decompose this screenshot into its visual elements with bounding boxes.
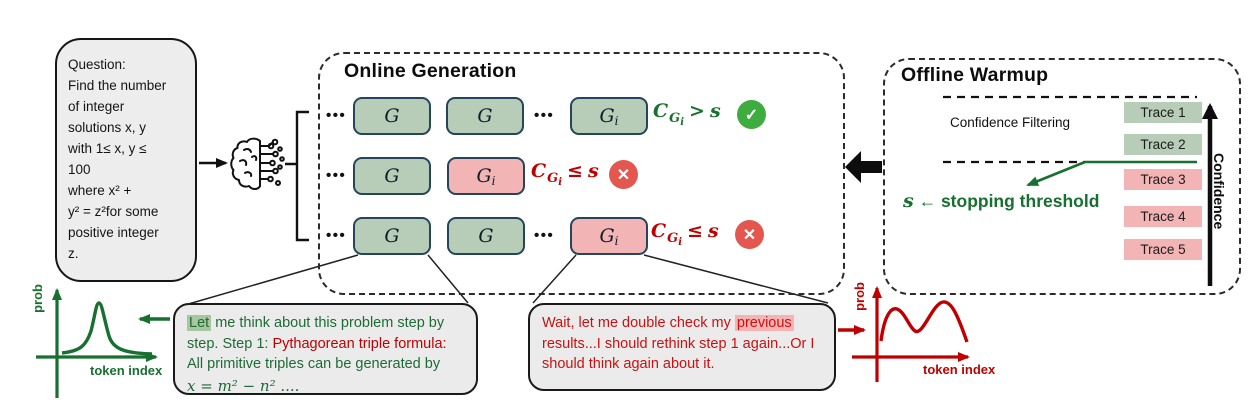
ellipsis: ••• bbox=[326, 107, 347, 124]
red-prob-curve bbox=[879, 300, 969, 343]
green-plot-xlabel: token index bbox=[90, 363, 163, 378]
confidence-condition: CGi≤s bbox=[531, 160, 599, 188]
confidence-condition: CGi≤s bbox=[651, 220, 719, 248]
brain-icon bbox=[230, 137, 285, 190]
segment-label: G bbox=[476, 165, 492, 187]
question-text: Question: Find the number of integer sol… bbox=[68, 57, 167, 262]
cross-icon: ✕ bbox=[735, 220, 764, 249]
segment-label: G bbox=[478, 225, 494, 247]
confident-reasoning-snippet: Let me think about this problem step by … bbox=[173, 303, 478, 395]
formula-math-text: x = m² − n² .... bbox=[187, 376, 300, 395]
ellipsis: ••• bbox=[326, 227, 347, 244]
red-plot-ylabel: prob bbox=[852, 282, 867, 311]
online-generation-title: Online Generation bbox=[344, 60, 517, 82]
offline-warmup-title: Offline Warmup bbox=[901, 64, 1049, 86]
online-generation-panel bbox=[318, 52, 845, 295]
uncertain-reasoning-snippet: Wait, let me double check my previous re… bbox=[528, 303, 836, 391]
confidence-condition: CGi>s bbox=[653, 100, 721, 128]
trace-item: Trace 2 bbox=[1124, 134, 1202, 155]
formula-name-text: Pythagorean triple formula: bbox=[272, 335, 447, 352]
check-icon: ✓ bbox=[737, 100, 766, 129]
warmup-to-generation-arrow bbox=[845, 151, 882, 183]
offline-warmup-panel bbox=[883, 58, 1241, 295]
left-arrow-glyph: ← bbox=[918, 191, 937, 211]
highlighted-token: Let bbox=[187, 315, 212, 331]
red-plot-xlabel: token index bbox=[923, 362, 996, 377]
stopping-threshold-label: s ← stopping threshold bbox=[903, 190, 1100, 212]
ellipsis: ••• bbox=[326, 167, 347, 184]
trace-item: Trace 1 bbox=[1124, 102, 1202, 123]
generation-segment-box: G bbox=[446, 97, 524, 135]
segment-label: G bbox=[384, 105, 400, 127]
segment-label: G bbox=[599, 225, 615, 247]
ellipsis: ••• bbox=[534, 107, 555, 124]
question-box: Question: Find the number of integer sol… bbox=[55, 38, 197, 282]
trace-item: Trace 5 bbox=[1124, 239, 1202, 260]
segment-label: G bbox=[384, 165, 400, 187]
ellipsis: ••• bbox=[534, 227, 555, 244]
segment-label: G bbox=[477, 105, 493, 127]
cross-icon: ✕ bbox=[609, 160, 638, 189]
highlighted-token: previous bbox=[734, 315, 794, 331]
segment-label: G bbox=[384, 225, 400, 247]
generation-segment-box: G bbox=[353, 217, 431, 255]
generation-segment-box: G bbox=[447, 217, 525, 255]
generation-segment-box: G bbox=[353, 97, 431, 135]
trace-item: Trace 3 bbox=[1124, 169, 1202, 190]
generation-segment-box: G bbox=[353, 157, 431, 195]
green-prob-curve bbox=[61, 301, 153, 356]
confidence-axis-label: Confidence bbox=[1211, 153, 1227, 230]
rows-bracket bbox=[285, 110, 309, 242]
confidence-filtering-label: Confidence Filtering bbox=[950, 115, 1071, 130]
segment-label: G bbox=[599, 105, 615, 127]
trace-item: Trace 4 bbox=[1124, 206, 1202, 227]
green-plot-ylabel: prob bbox=[30, 284, 45, 313]
